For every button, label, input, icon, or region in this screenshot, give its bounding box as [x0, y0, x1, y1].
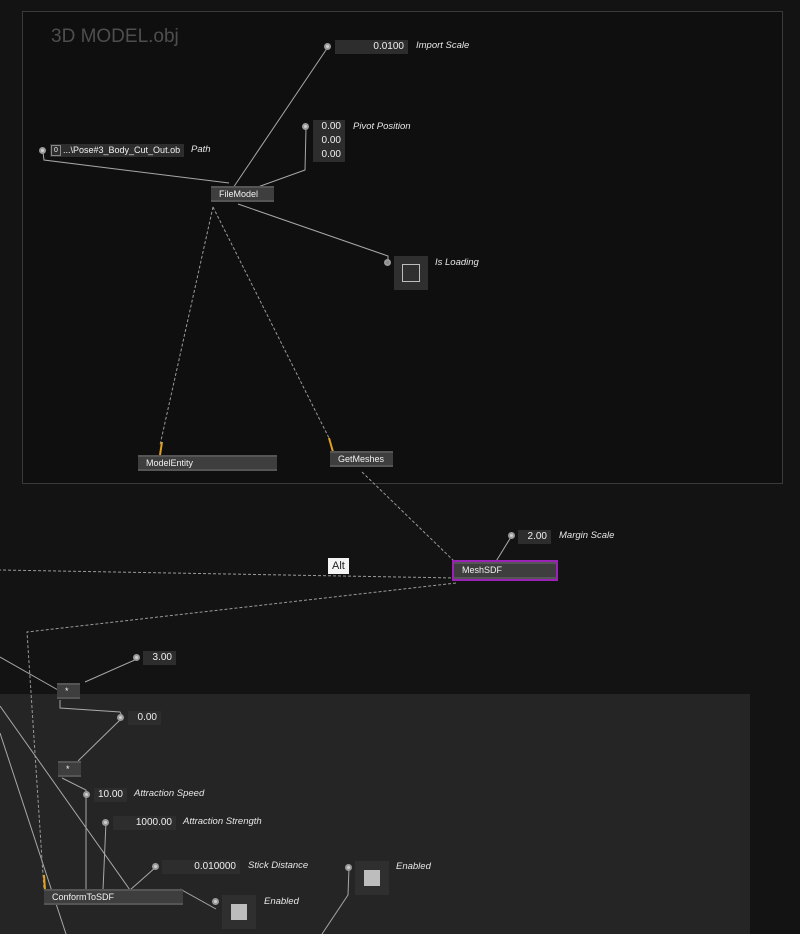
checkbox-icon: [231, 904, 247, 920]
pivot-label: Pivot Position: [353, 121, 411, 132]
multiply-a-node[interactable]: *: [57, 683, 80, 699]
margin-scale-pin[interactable]: [508, 532, 515, 539]
wire-left-1: [0, 656, 59, 691]
mult-a-value-input[interactable]: 3.00: [143, 651, 176, 665]
group-3d-model[interactable]: 3D MODEL.obj: [22, 11, 783, 484]
attraction-speed-input[interactable]: 10.00: [94, 788, 127, 802]
mesh-sdf-node[interactable]: MeshSDF: [452, 560, 558, 581]
wire-margin-scale: [494, 536, 512, 564]
path-pin[interactable]: [39, 147, 46, 154]
pivot-x-input[interactable]: 0.00: [313, 120, 345, 134]
attraction-strength-label: Attraction Strength: [183, 816, 262, 827]
path-input[interactable]: 0...\Pose#3_Body_Cut_Out.ob: [50, 144, 184, 157]
conform-to-sdf-node[interactable]: ConformToSDF: [44, 889, 183, 905]
attraction-strength-input[interactable]: 1000.00: [113, 816, 176, 830]
enabled-a-pin[interactable]: [212, 898, 219, 905]
is-loading-label: Is Loading: [435, 257, 479, 268]
attraction-speed-pin[interactable]: [83, 791, 90, 798]
checkbox-icon: [364, 870, 380, 886]
model-entity-node[interactable]: ModelEntity: [138, 455, 277, 471]
enabled-a-toggle[interactable]: [222, 895, 256, 929]
import-scale-input[interactable]: 0.0100: [335, 40, 408, 54]
mult-b-value-input[interactable]: 0.00: [128, 711, 161, 725]
pivot-z-input[interactable]: 0.00: [313, 148, 345, 162]
path-index: 0: [51, 145, 61, 156]
is-loading-pin[interactable]: [384, 259, 391, 266]
pivot-pin[interactable]: [302, 123, 309, 130]
group-title: 3D MODEL.obj: [51, 26, 179, 47]
margin-scale-label: Margin Scale: [559, 530, 615, 541]
mult-a-value-pin[interactable]: [133, 654, 140, 661]
wire-meshes-sdf: [361, 471, 457, 564]
stick-distance-input[interactable]: 0.010000: [162, 860, 240, 874]
is-loading-toggle[interactable]: [394, 256, 428, 290]
wire-sdf-left: [0, 569, 457, 579]
attraction-speed-label: Attraction Speed: [134, 788, 205, 799]
alt-key-hint: Alt: [328, 558, 349, 574]
enabled-a-label: Enabled: [264, 896, 299, 907]
enabled-b-pin[interactable]: [345, 864, 352, 871]
path-label: Path: [191, 144, 211, 155]
margin-scale-input[interactable]: 2.00: [518, 530, 551, 544]
mult-b-value-pin[interactable]: [117, 714, 124, 721]
import-scale-pin[interactable]: [324, 43, 331, 50]
attraction-strength-pin[interactable]: [102, 819, 109, 826]
enabled-b-toggle[interactable]: [355, 861, 389, 895]
checkbox-icon: [402, 264, 420, 282]
stick-distance-label: Stick Distance: [248, 860, 309, 871]
stick-distance-pin[interactable]: [152, 863, 159, 870]
pivot-y-input[interactable]: 0.00: [313, 134, 345, 148]
import-scale-label: Import Scale: [416, 40, 470, 51]
enabled-b-label: Enabled: [396, 861, 431, 872]
multiply-b-node[interactable]: *: [58, 761, 81, 777]
get-meshes-node[interactable]: GetMeshes: [330, 451, 393, 467]
file-model-node[interactable]: FileModel: [211, 186, 274, 202]
path-value: ...\Pose#3_Body_Cut_Out.ob: [63, 145, 181, 155]
wire-mult-a-in: [84, 658, 138, 683]
